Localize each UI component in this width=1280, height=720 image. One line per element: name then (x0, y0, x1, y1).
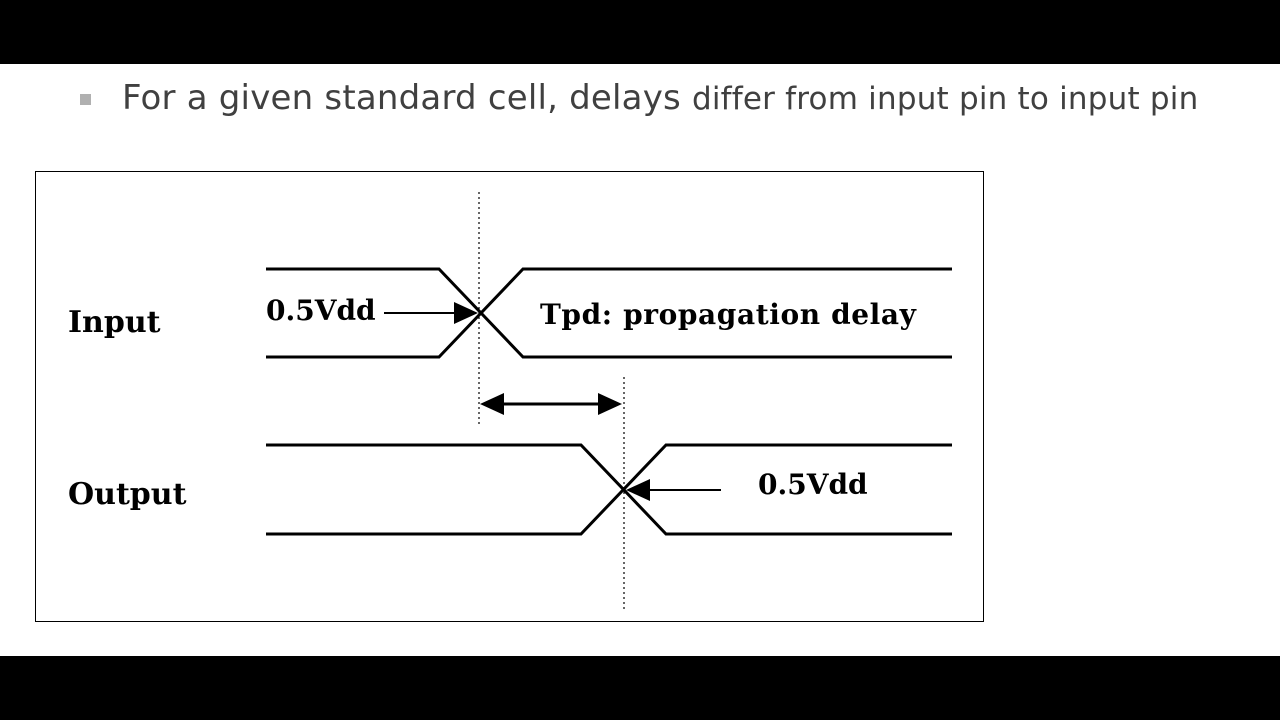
delay-label: Tpd: propagation delay (540, 298, 917, 331)
bullet-item: For a given standard cell, delays differ… (80, 74, 1198, 122)
delay-arrow-left-head (480, 393, 504, 415)
input-threshold-arrowhead (454, 302, 478, 324)
delay-arrow-right-head (598, 393, 622, 415)
bullet-text: For a given standard cell, delays differ… (122, 78, 1198, 118)
input-label: Input (68, 305, 161, 340)
timing-diagram: Input Output 0.5Vdd Tpd: propagation del… (35, 171, 984, 622)
output-threshold-arrowhead (626, 479, 650, 501)
timing-diagram-svg: Input Output 0.5Vdd Tpd: propagation del… (68, 192, 952, 612)
bullet-text-tail: differ from input pin to input pin (691, 81, 1199, 117)
output-waveform-bottom (266, 443, 952, 536)
output-threshold-label: 0.5Vdd (758, 468, 868, 501)
square-bullet-icon (80, 93, 91, 105)
input-waveform-bottom (266, 267, 952, 359)
bullet-text-main: For a given standard cell, delays (122, 78, 692, 118)
output-label: Output (68, 477, 187, 512)
slide: For a given standard cell, delays differ… (0, 64, 1280, 656)
input-threshold-label: 0.5Vdd (266, 294, 376, 327)
